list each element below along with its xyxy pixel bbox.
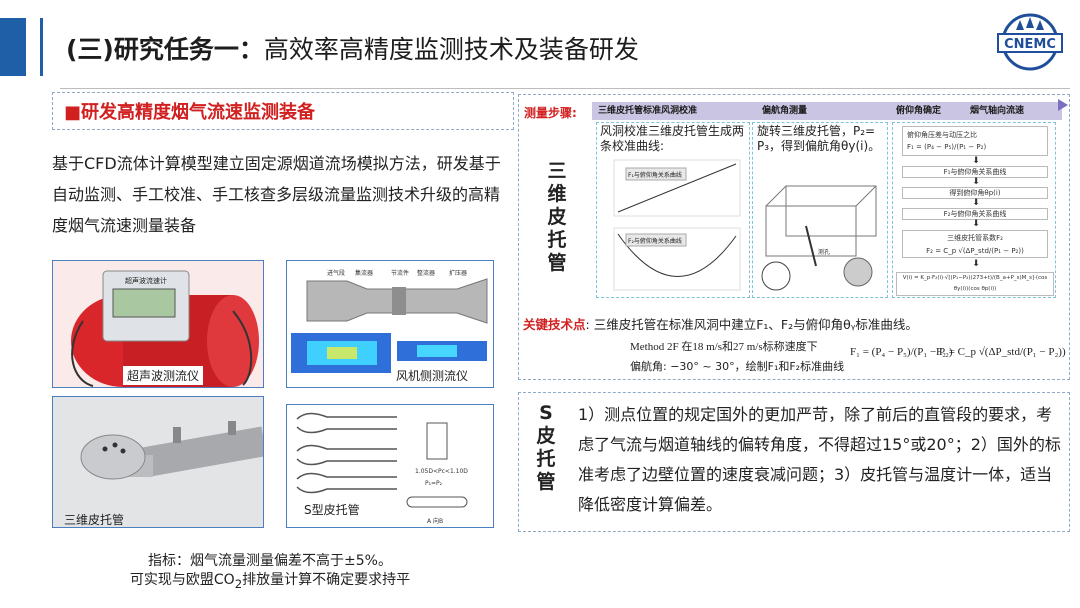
- velocity-formula-box: V(i) = K_p·F₂(i)·√[(P₁−P₂)(273+t)/(B_a+P…: [896, 272, 1054, 296]
- step-cell-1: [596, 122, 750, 298]
- steps-panel: [518, 94, 1070, 380]
- intro-paragraph: 基于CFD流体计算模型建立固定源烟道流场模拟方法，研发基于自动监测、手工校准、手…: [52, 154, 501, 235]
- ultrasonic-caption: 超声波测流仪: [123, 366, 204, 385]
- 3d-pitot-vertical-label: 三维皮托管: [547, 160, 567, 274]
- page-title-rest: 高效率高精度监测技术及装备研发: [263, 35, 639, 64]
- arrow-5: ⬇: [972, 259, 980, 269]
- step-cell-2: [752, 122, 888, 298]
- pitch-angle-box: 得到俯仰角θp(i): [902, 187, 1048, 199]
- yaw-diagram: 测孔: [756, 176, 886, 294]
- section-title-box: [52, 92, 514, 130]
- step-header-2: 偏航角测量: [762, 106, 808, 116]
- pitch-ratio-label: 俯仰角压差与动压之比: [907, 131, 977, 139]
- col2-text: 旋转三维皮托管，P₂= P₃，得到偏航角θy(i)。: [757, 124, 881, 153]
- s-pitot-label-1: 1.05D<Pc<1.10D: [415, 468, 468, 475]
- s-pitot-panel: [518, 392, 1070, 532]
- page-title-bold: (三)研究任务一：: [66, 35, 264, 64]
- curve2-label: F₂与俯仰角关系曲线: [628, 237, 682, 245]
- yaw-hole-label: 测孔: [818, 248, 830, 256]
- method-line-1: Method 2F 在18 m/s和27 m/s标称速度下: [630, 341, 818, 353]
- method-line-2: 偏航角: −30° ~ 30°，绘制F₁和F₂标准曲线: [630, 360, 845, 373]
- fan-side-caption: 风机侧测流仪: [392, 366, 473, 385]
- f2-coefficient-formula: F₂ = C_p √(ΔP_std/(P₁ − P₂)): [926, 247, 1024, 255]
- step-cell-3: [892, 122, 1056, 298]
- fan-label-5: 扩压器: [449, 269, 467, 277]
- formula-f1: F₁ = (P₄ − P₅)/(P₁ − P₂): [850, 346, 953, 358]
- fan-label-2: 集流器: [355, 269, 373, 277]
- s-pitot-label-3: A 向B: [427, 517, 443, 525]
- f2-coefficient-box: 三维皮托管系数F₂ F₂ = C_p √(ΔP_std/(P₁ − P₂)): [902, 230, 1048, 258]
- steps-header-bar: [592, 102, 1062, 120]
- step-header-3: 俯仰角确定: [896, 106, 942, 116]
- s-pitot-text: 1）测点位置的规定国外的更加严苛，除了前后的直管段的要求，考虑了气流与烟道轴线的…: [578, 405, 1061, 514]
- key-tech-line: 关键技术点: 三维皮托管在标准风洞中建立F₁、F₂与俯仰角θᵧ标准曲线。: [523, 314, 1068, 333]
- pitch-ratio-box: 俯仰角压差与动压之比 F₁ = (P₄ − P₅)/(P₁ − P₂): [902, 126, 1048, 156]
- f2-curve-box: F₂与俯仰角关系曲线: [902, 208, 1048, 220]
- arrow-4: ⬇: [972, 219, 980, 229]
- s-pitot-caption: S型皮托管: [300, 500, 364, 519]
- device-label: 超声波流速计: [125, 276, 167, 285]
- s-pitot-label-2: P₁=P₂: [425, 480, 443, 487]
- steps-label: 测量步骤:: [524, 106, 577, 120]
- formula-f2: F₂ = C_p √(ΔP_std/(P₁ − P₂)): [936, 346, 1066, 358]
- pitch-ratio-formula: F₁ = (P₄ − P₅)/(P₁ − P₂): [907, 143, 987, 151]
- arrow-2: ⬇: [972, 177, 980, 187]
- arrow-3: ⬇: [972, 198, 980, 208]
- 3d-pitot-tube-image: [52, 396, 264, 528]
- col1-text: 风洞校准三维皮托管生成两条校准曲线:: [600, 124, 745, 153]
- header-divider: [40, 18, 43, 76]
- 3d-pitot-caption: 三维皮托管: [64, 513, 125, 527]
- fan-label-1: 进气段: [327, 269, 345, 277]
- header-rule: [60, 88, 1070, 89]
- s-pitot-vertical-label: S皮托管: [536, 402, 556, 493]
- header-accent-bar: [0, 18, 26, 76]
- f2-coefficient-label: 三维皮托管系数F₂: [947, 234, 1003, 242]
- arrow-1: ⬇: [972, 156, 980, 166]
- curve1-label: F₁与俯仰角关系曲线: [628, 171, 682, 179]
- key-tech-label: 关键技术点: [523, 317, 586, 332]
- steps-arrow-head: [1058, 99, 1068, 111]
- fan-label-4: 整流器: [417, 269, 435, 277]
- step-header-4: 烟气轴向流速: [970, 106, 1025, 116]
- key-tech-text: : 三维皮托管在标准风洞中建立F₁、F₂与俯仰角θᵧ标准曲线。: [585, 317, 918, 332]
- calibration-curves: F₁与俯仰角关系曲线 F₂与俯仰角关系曲线: [604, 158, 744, 294]
- eu-line-b: 排放量计算不确定要求持平: [242, 572, 411, 588]
- eu-line-a: 可实现与欧盟CO: [129, 572, 235, 588]
- logo-text: CNEMC: [1004, 37, 1056, 52]
- section-title: ■研发高精度烟气流速监测装备: [64, 102, 316, 123]
- indicator-line: 指标：烟气流量测量偏差不高于±5%。: [148, 553, 392, 569]
- f1-curve-box: F₁与俯仰角关系曲线: [902, 166, 1048, 178]
- page-title: (三)研究任务一：高效率高精度监测技术及装备研发: [66, 30, 639, 66]
- cnemc-logo: CNEMC: [990, 12, 1070, 74]
- eu-line-sub: 2: [234, 576, 243, 591]
- fan-label-3: 节流件: [391, 269, 409, 277]
- step-header-1: 三维皮托管标准风洞校准: [598, 106, 698, 116]
- eu-comparison-line: 可实现与欧盟CO2排放量计算不确定要求持平: [100, 569, 440, 591]
